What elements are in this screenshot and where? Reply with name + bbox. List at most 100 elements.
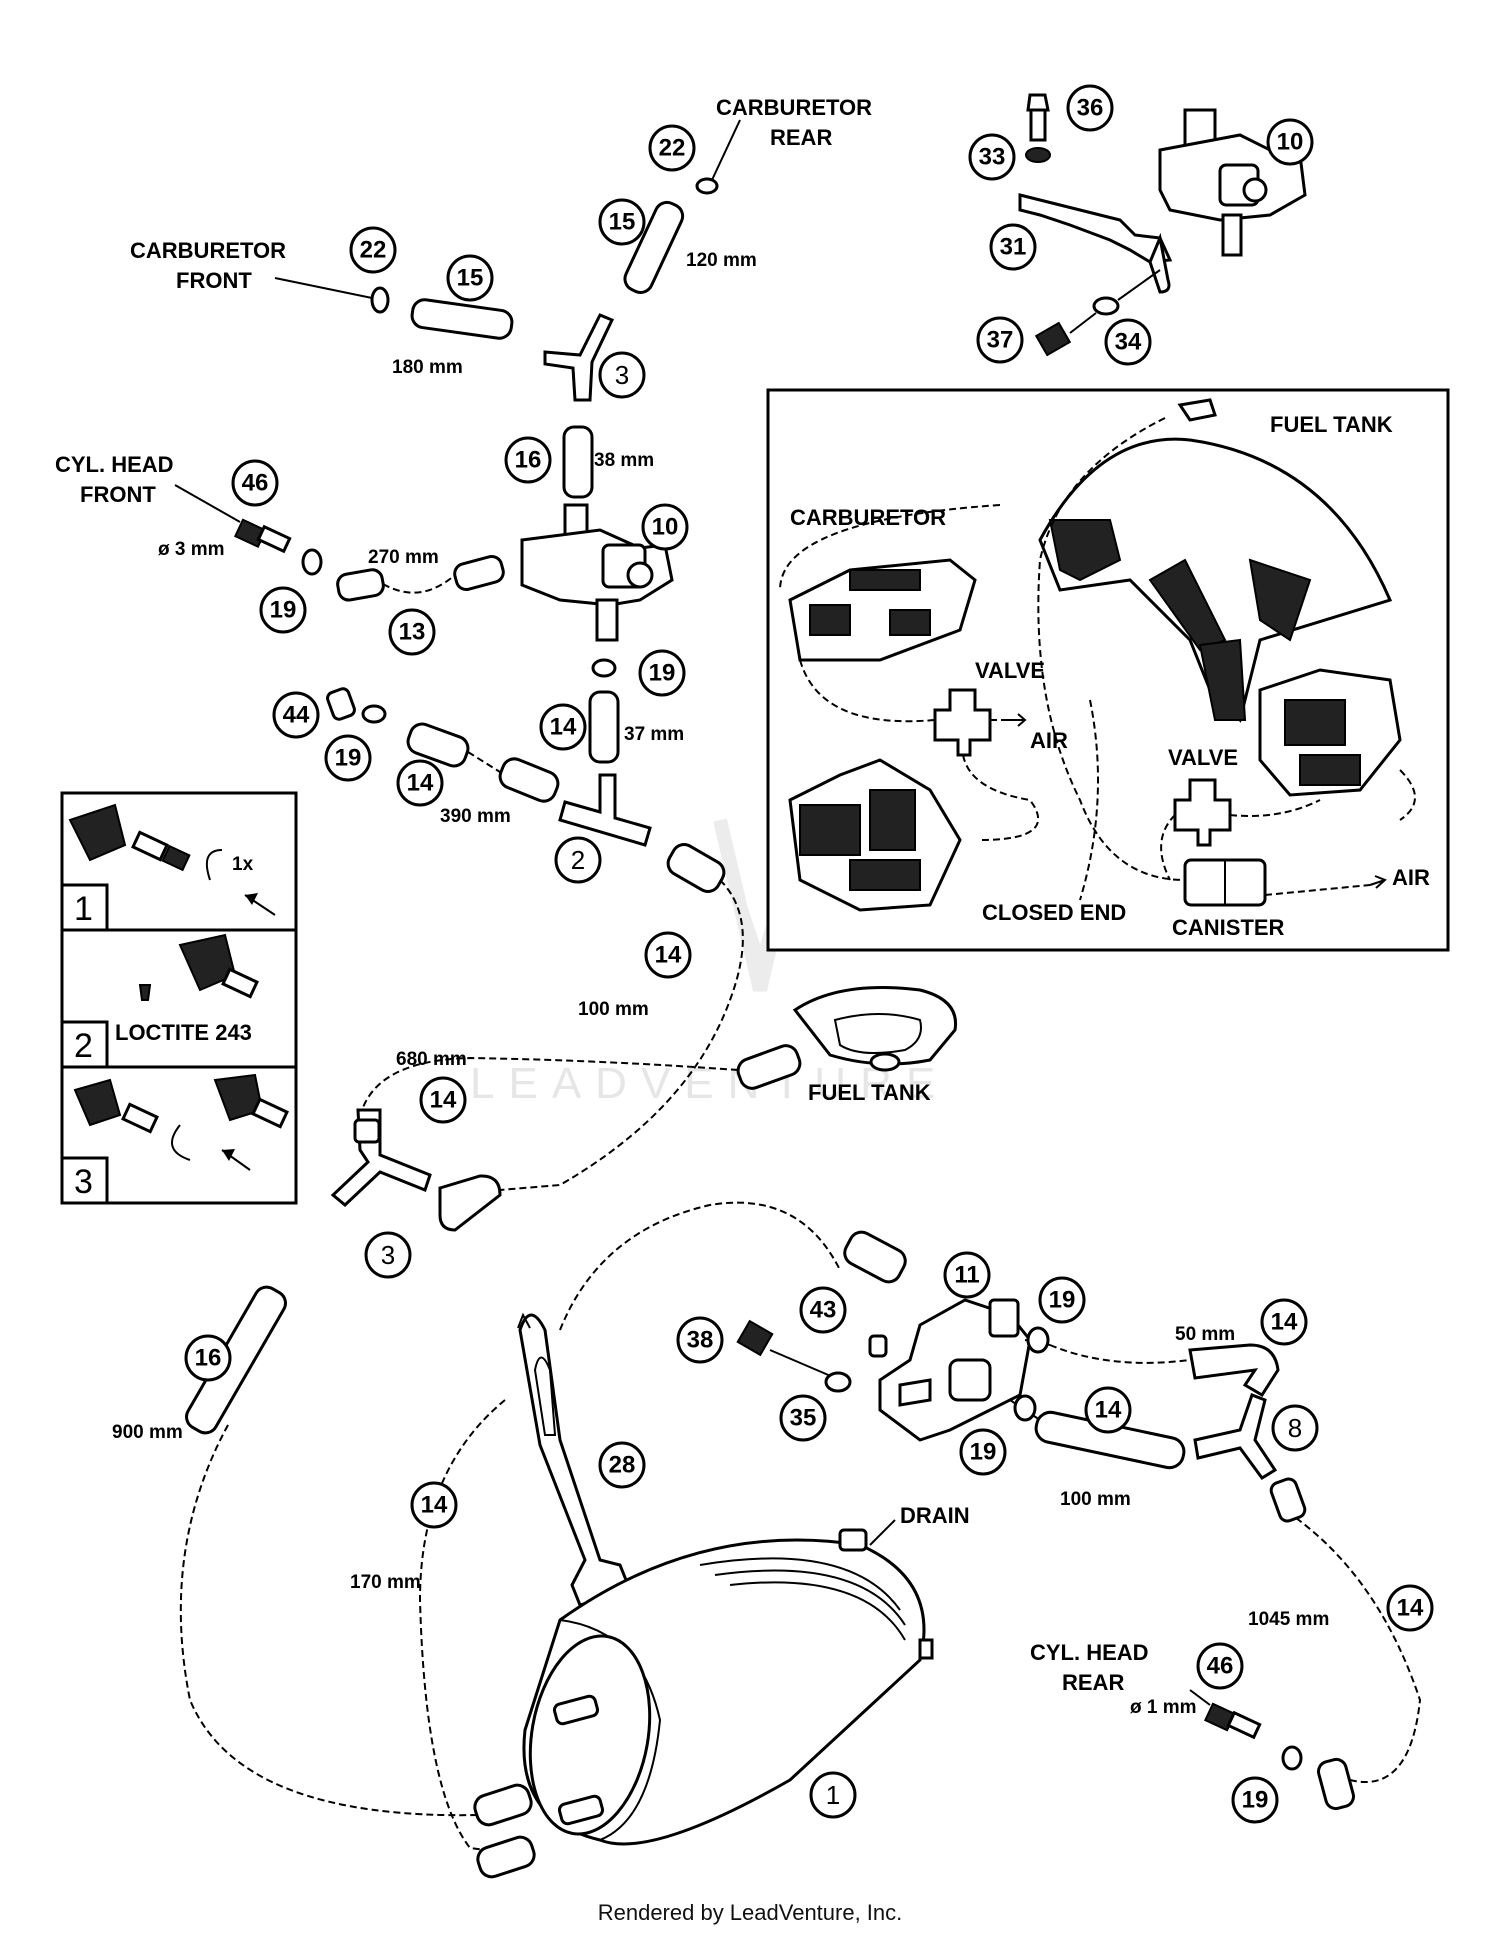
callout-circle bbox=[779, 1394, 827, 1442]
callout-number: 16 bbox=[195, 1345, 222, 1372]
callout-number: 35 bbox=[790, 1405, 817, 1432]
label-carburetor-rear-2: REAR bbox=[770, 125, 832, 150]
callout-circle bbox=[1231, 1776, 1279, 1824]
fuel-tank-small bbox=[792, 986, 958, 1072]
callout-circle bbox=[976, 316, 1024, 364]
footer-credit: Rendered by LeadVenture, Inc. bbox=[597, 1900, 903, 1925]
dim-dia-3mm: ø 3 mm bbox=[158, 539, 225, 560]
t-fitting-2 bbox=[558, 773, 652, 847]
callout-number: 34 bbox=[1115, 329, 1142, 356]
callout-19: 19 bbox=[638, 649, 686, 697]
callout-number: 3 bbox=[615, 360, 629, 390]
label-cyl-head-front-2: FRONT bbox=[80, 482, 156, 507]
label-carburetor-rear-1: CARBURETOR bbox=[716, 95, 872, 120]
callout-number: 19 bbox=[649, 660, 676, 687]
label-cyl-head-front-1: CYL. HEAD bbox=[55, 452, 174, 477]
step-1-number: 1 bbox=[74, 890, 93, 928]
callout-number: 19 bbox=[970, 1439, 997, 1466]
hose-14-rear-end bbox=[1317, 1757, 1355, 1811]
callout-16: 16 bbox=[184, 1334, 232, 1382]
fitting-46-front bbox=[233, 518, 292, 554]
callout-33: 33 bbox=[968, 133, 1016, 181]
callout-16: 16 bbox=[504, 436, 552, 484]
elbow-hose bbox=[438, 1174, 502, 1232]
hose-14-680-end bbox=[736, 1044, 802, 1090]
clamp-19-e bbox=[1013, 1394, 1037, 1422]
canister-1 bbox=[522, 1519, 934, 1846]
callout-3: 3 bbox=[364, 1231, 412, 1279]
callout-22: 22 bbox=[349, 226, 397, 274]
callout-number: 13 bbox=[399, 619, 426, 646]
callout-14: 14 bbox=[539, 703, 587, 751]
clamp-19-c bbox=[361, 704, 387, 724]
callout-number: 3 bbox=[381, 1240, 395, 1270]
callout-circle bbox=[419, 1076, 467, 1124]
y-fitting-3-bottom bbox=[330, 1108, 432, 1208]
cap-44 bbox=[326, 687, 356, 721]
callout-circle bbox=[968, 133, 1016, 181]
callout-number: 10 bbox=[652, 514, 679, 541]
handle-28 bbox=[517, 1312, 633, 1607]
label-cyl-head-rear-1: CYL. HEAD bbox=[1030, 1640, 1149, 1665]
callout-28: 28 bbox=[598, 1441, 646, 1489]
callout-number: 46 bbox=[1207, 1653, 1234, 1680]
dim-270mm: 270 mm bbox=[368, 547, 439, 568]
callout-number: 22 bbox=[659, 135, 686, 162]
callout-number: 14 bbox=[430, 1087, 457, 1114]
callout-circle bbox=[799, 1286, 847, 1334]
callout-10: 10 bbox=[641, 503, 689, 551]
callout-circle bbox=[644, 931, 692, 979]
dim-900mm: 900 mm bbox=[112, 1422, 183, 1443]
callout-circle bbox=[598, 351, 646, 399]
callout-circle bbox=[396, 759, 444, 807]
step-2-number: 2 bbox=[74, 1027, 93, 1065]
dim-390mm: 390 mm bbox=[440, 806, 511, 827]
callout-36: 36 bbox=[1066, 84, 1114, 132]
callout-circle bbox=[272, 691, 320, 739]
callout-number: 14 bbox=[407, 770, 434, 797]
callout-number: 15 bbox=[457, 265, 484, 292]
callout-19: 19 bbox=[259, 586, 307, 634]
callout-circle bbox=[1271, 1404, 1319, 1452]
callout-number: 10 bbox=[1277, 129, 1304, 156]
clamp-19-d bbox=[1026, 1326, 1050, 1354]
callout-number: 14 bbox=[550, 714, 577, 741]
callout-number: 36 bbox=[1077, 95, 1104, 122]
callout-number: 11 bbox=[954, 1262, 979, 1289]
callout-circle bbox=[1386, 1584, 1434, 1632]
callout-circle bbox=[1066, 84, 1114, 132]
callout-number: 15 bbox=[609, 209, 636, 236]
callout-8: 8 bbox=[1271, 1404, 1319, 1452]
callout-circle bbox=[943, 1251, 991, 1299]
callout-number: 2 bbox=[571, 845, 585, 875]
step-1-text: 1x bbox=[232, 854, 254, 875]
hose-13-b bbox=[453, 554, 505, 592]
hose-14-100mm bbox=[666, 843, 726, 893]
hose-14-37mm bbox=[588, 690, 620, 764]
callout-circle bbox=[1196, 1642, 1244, 1690]
inset-air-2: AIR bbox=[1392, 865, 1430, 890]
callout-number: 38 bbox=[687, 1327, 714, 1354]
callout-14: 14 bbox=[644, 931, 692, 979]
callout-34: 34 bbox=[1104, 318, 1152, 366]
callout-14: 14 bbox=[419, 1076, 467, 1124]
inset-closed-end: CLOSED END bbox=[982, 900, 1126, 925]
step-3-number: 3 bbox=[74, 1163, 93, 1201]
callout-number: 28 bbox=[609, 1452, 636, 1479]
callout-circle bbox=[1084, 1386, 1132, 1434]
hose-14-390-a bbox=[406, 722, 470, 768]
inset-fuel-tank: FUEL TANK bbox=[1270, 412, 1393, 437]
callout-31: 31 bbox=[989, 223, 1037, 271]
callout-circle bbox=[324, 734, 372, 782]
callout-circle bbox=[1260, 1298, 1308, 1346]
callout-43: 43 bbox=[799, 1286, 847, 1334]
callout-number: 19 bbox=[270, 597, 297, 624]
callout-circle bbox=[364, 1231, 412, 1279]
callout-15: 15 bbox=[598, 198, 646, 246]
dim-dia-1mm: ø 1 mm bbox=[1130, 1697, 1197, 1718]
hose-16-38mm bbox=[562, 425, 594, 499]
hose-15-front bbox=[410, 298, 514, 340]
bracket-assembly bbox=[1018, 93, 1307, 357]
callout-46: 46 bbox=[1196, 1642, 1244, 1690]
